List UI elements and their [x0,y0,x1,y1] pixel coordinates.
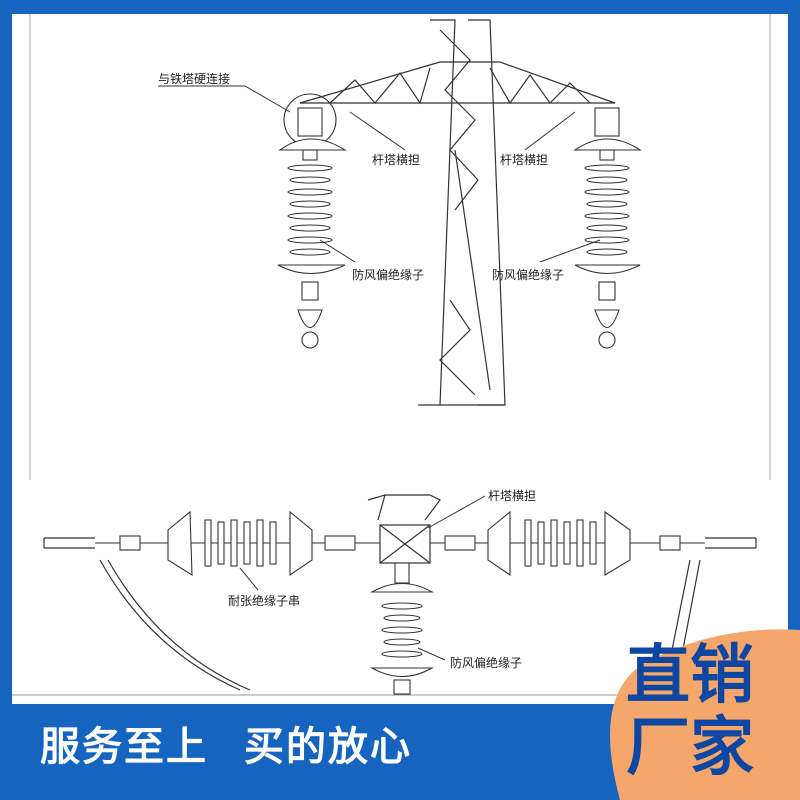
badge-line-1: 直销 [626,639,754,713]
slogan-assurance: 买的放心 [244,724,412,770]
insulator-assembly-top-left [277,93,347,349]
badge-shape [610,629,800,800]
badge-line-2: 厂家 [626,711,754,785]
label-insulator-bottom: 防风偏绝缘子 [450,656,523,670]
slogan-banner: 服务至上买的放心 [40,714,448,772]
label-crossarm-left: 杆塔横担 [372,153,421,167]
leader-lines-bottom [239,495,486,661]
label-insulator-left: 防风偏绝缘子 [352,268,425,282]
tower-bottom [367,494,441,564]
leader-lines-top [158,85,601,263]
direct-sale-badge: 直销 厂家 [600,640,780,784]
insulator-assembly-bottom [369,562,435,695]
insulator-assembly-top-right [573,107,642,349]
tension-string-left [95,510,380,577]
label-crossarm-bottom: 杆塔横担 [488,489,537,503]
slogan-service: 服务至上 [40,724,208,770]
tension-string-right [430,510,705,577]
tower-top [299,19,616,406]
label-hard-connect: 与铁塔硬连接 [158,72,231,86]
label-crossarm-right: 杆塔横担 [500,153,549,167]
paper-background [12,14,788,704]
label-insulator-right: 防风偏绝缘子 [492,268,565,282]
label-tension-string: 耐张绝缘子串 [228,594,301,608]
